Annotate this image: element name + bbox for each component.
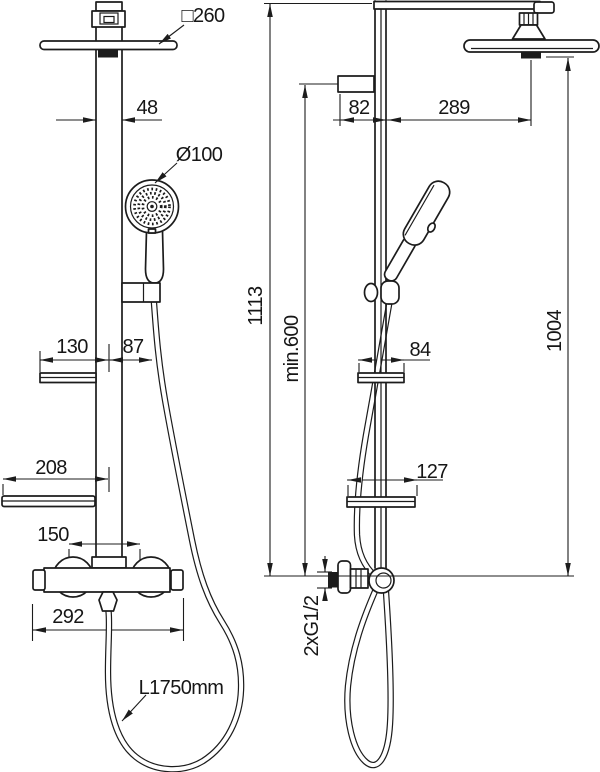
- leader-diameter-100: [154, 162, 178, 184]
- dimension-arrows: [3, 4, 574, 722]
- label-shelf-small-width: 130: [56, 336, 88, 358]
- label-bracket-depth: 82: [348, 97, 370, 119]
- holder-socket-side: [380, 280, 400, 305]
- leader-hose-length: [121, 694, 147, 722]
- shelf-small-side: [357, 372, 405, 384]
- label-hose-length: L1750mm: [139, 677, 224, 699]
- label-mixer-width: 292: [52, 606, 84, 628]
- shower-hoses: [104, 299, 394, 772]
- dimension-lines-base: [2, 2, 574, 641]
- riser-collar: [91, 556, 127, 569]
- overhead-shower-front: [39, 40, 178, 51]
- hand-shower-holder-front: [121, 282, 161, 303]
- hand-shower-hose-front: [104, 299, 245, 772]
- label-shelf-large-depth: 127: [416, 461, 448, 483]
- wall-flange-side: [337, 560, 352, 594]
- hand-shower-side: [383, 180, 451, 282]
- label-head-square: □260: [181, 5, 225, 27]
- front-view: [1, 1, 184, 612]
- label-shelf-small-depth: 84: [409, 339, 431, 361]
- hose-outlet-front: [98, 591, 118, 612]
- mixer-handle-side: [368, 567, 395, 594]
- thermostat-mixer-front: [32, 556, 184, 612]
- hanger-clip: [426, 222, 436, 233]
- label-hand-shower-offset: 87: [122, 336, 144, 358]
- overhead-shower-side: [463, 39, 600, 59]
- spray-nozzle-side: [521, 52, 541, 59]
- thermostat-mixer-side: [328, 560, 395, 594]
- label-min-install-height: min.600: [281, 315, 303, 382]
- shelf-large-side: [346, 496, 416, 508]
- label-thread-connections: 2xG1/2: [301, 595, 323, 656]
- shelf-small-front: [39, 372, 97, 384]
- label-arm-reach: 289: [438, 97, 470, 119]
- wall-bracket-side: [337, 75, 375, 93]
- label-hand-shower-diameter: Ø100: [176, 144, 223, 166]
- side-view: [328, 0, 600, 594]
- label-head-height: 1004: [544, 309, 566, 352]
- label-shelf-large-width: 208: [35, 457, 67, 479]
- label-arm-pipe-width: 48: [136, 97, 158, 119]
- label-column-height: 1113: [245, 286, 267, 326]
- spray-face-dots: [133, 187, 171, 226]
- overhead-shower-inlet: [98, 49, 118, 58]
- hand-shower-hose-side: [353, 301, 393, 580]
- dimension-labels: □260 48 Ø100 130 87 208 150 292 L1750mm …: [35, 5, 566, 699]
- label-connection-spacing: 150: [37, 524, 69, 546]
- shower-arm-side: [373, 0, 555, 40]
- head-cone-mount: [511, 24, 546, 40]
- shelf-large-front: [1, 495, 96, 508]
- holder-knob-side: [363, 282, 379, 303]
- mixer-body: [43, 567, 171, 593]
- hand-shower-front: [124, 179, 180, 284]
- leader-square-260: [158, 24, 185, 45]
- ceiling-arm-fitting: [91, 1, 126, 28]
